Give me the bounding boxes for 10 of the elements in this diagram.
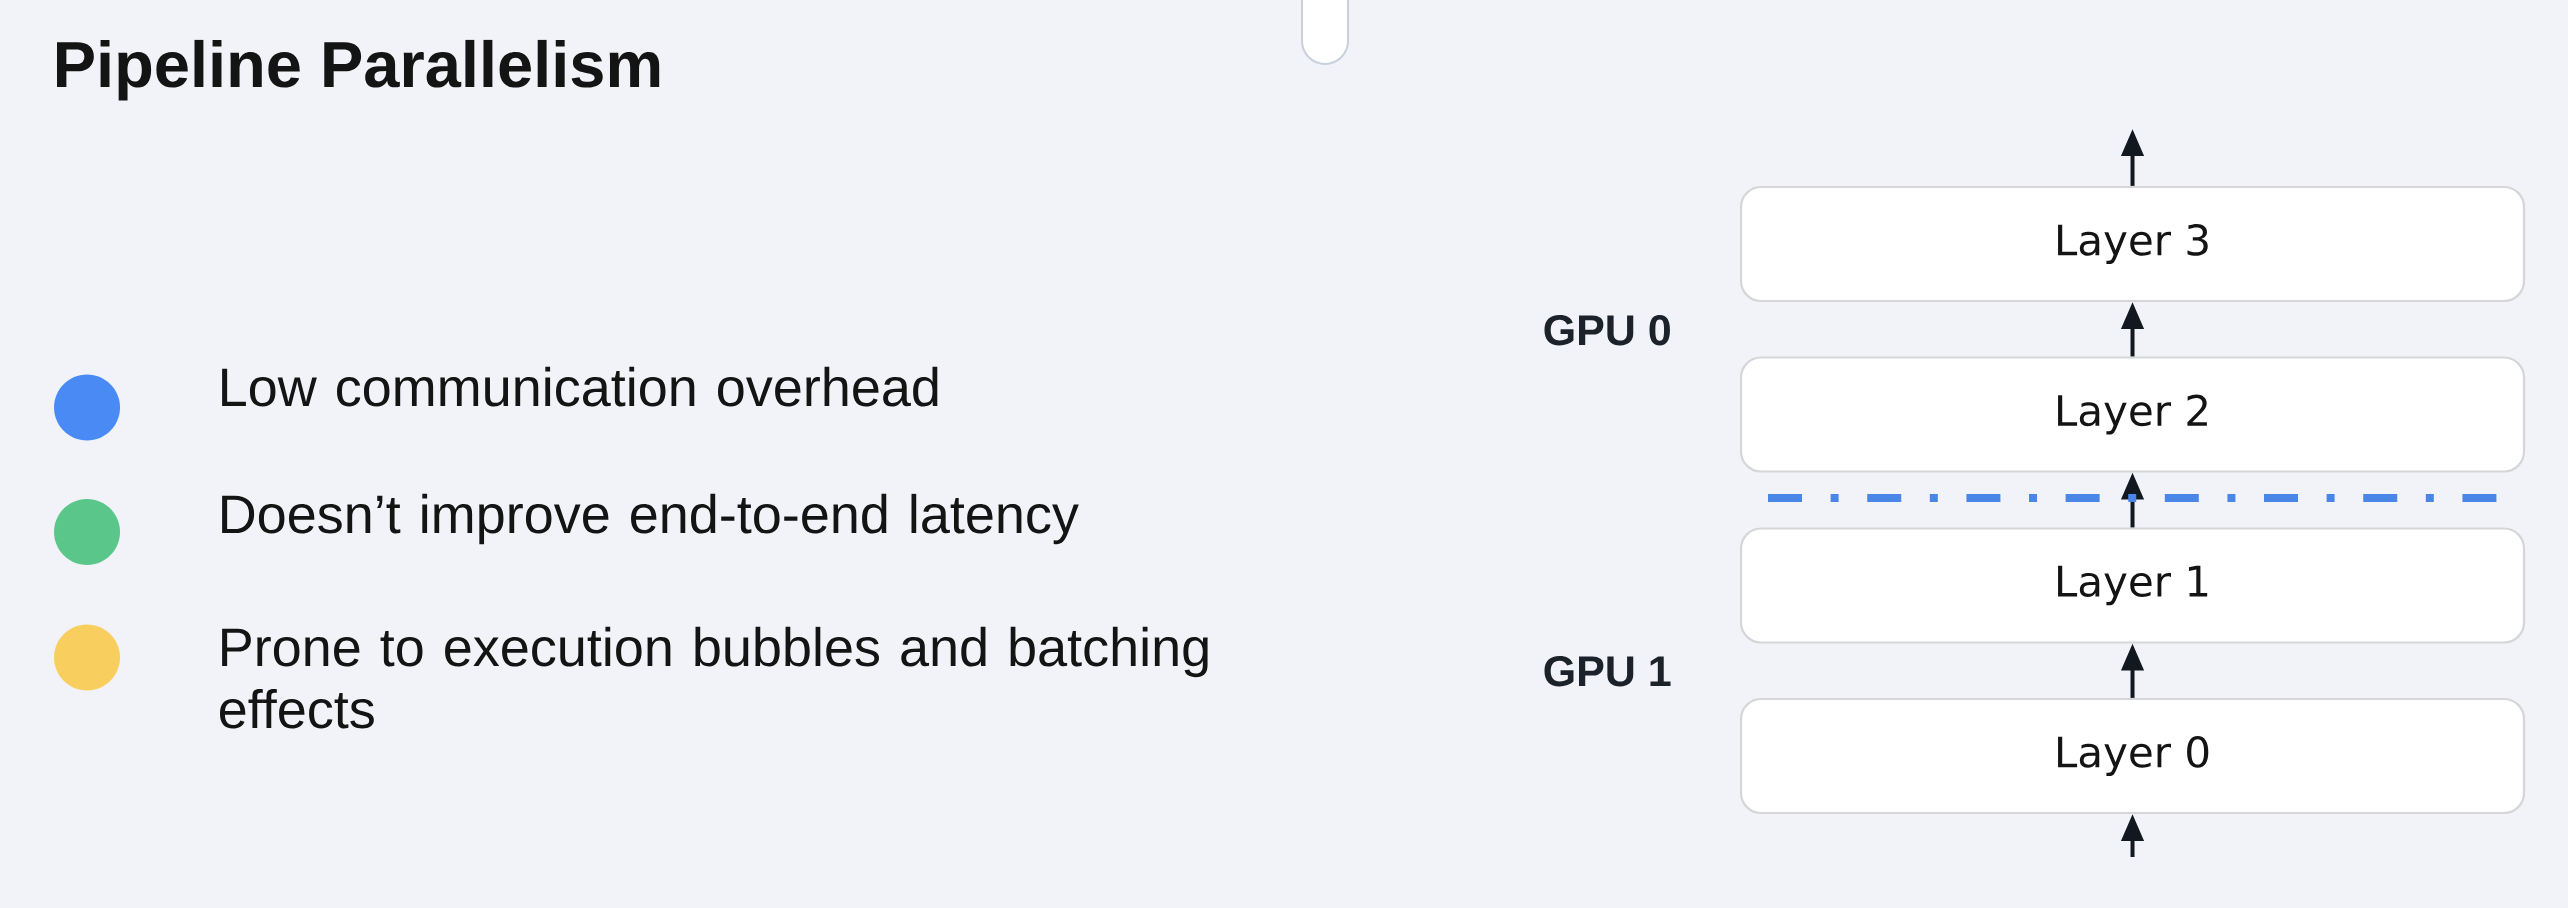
bullet-text: Prone to execution bubbles and batching effects xyxy=(220,626,1208,729)
layer-box: Layer 2 xyxy=(1739,356,2526,473)
bullet-text: Doesn’t improve end-to-end latency xyxy=(222,493,1079,545)
layer-box: Layer 1 xyxy=(1739,527,2526,644)
bullet-text: Low communication overhead xyxy=(222,366,938,407)
layer-box: Layer 0 xyxy=(1739,697,2526,815)
layer-box: Layer 3 xyxy=(1739,185,2526,303)
group-label: GPU 0 xyxy=(1544,314,1670,346)
group-label: GPU 1 xyxy=(1544,655,1671,687)
title: Pipeline Parallelism xyxy=(57,39,660,101)
